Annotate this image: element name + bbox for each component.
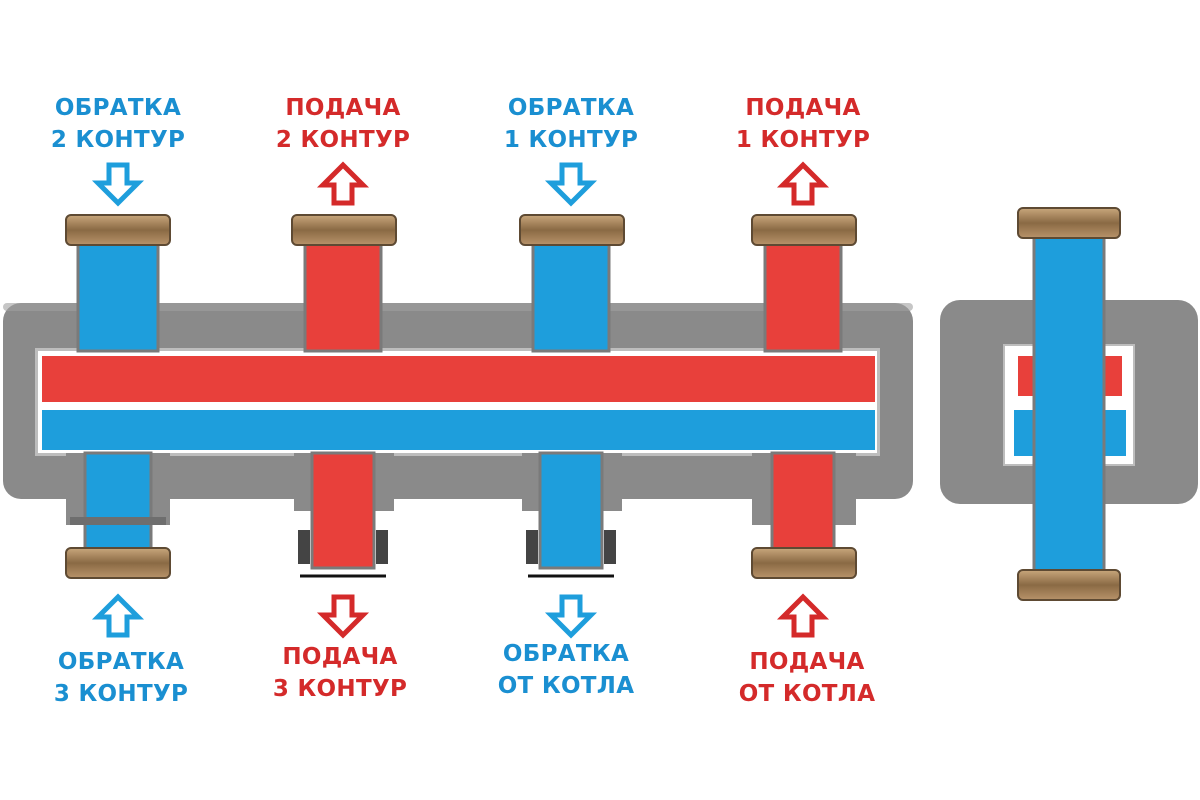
label-line: ПОДАЧА	[285, 95, 401, 121]
label-line: 2 КОНТУР	[275, 127, 411, 153]
pipe-supply-1-contour	[751, 214, 857, 579]
label-supply-3-contour: ПОДАЧА 3 КОНТУР	[245, 641, 435, 705]
arrow-up-icon	[316, 161, 370, 206]
fitting	[65, 214, 171, 246]
pipe-return-1-contour	[519, 214, 625, 578]
pipe-supply-2-contour	[291, 214, 397, 578]
label-line: ОБРАТКА	[57, 649, 185, 675]
supply-channel	[42, 356, 875, 402]
label-line: ОТ КОТЛА	[738, 681, 876, 707]
fitting	[1017, 207, 1121, 239]
fitting	[1017, 569, 1121, 601]
fitting	[519, 214, 625, 246]
arrow-down-icon	[91, 162, 145, 207]
label-line: ОБРАТКА	[502, 641, 630, 667]
label-return-2-contour: ОБРАТКА 2 КОНТУР	[23, 92, 213, 156]
label-supply-1-contour: ПОДАЧА 1 КОНТУР	[708, 92, 898, 156]
label-line: ПОДАЧА	[282, 644, 398, 670]
fitting	[751, 214, 857, 246]
label-line: 3 КОНТУР	[53, 681, 189, 707]
label-line: ОТ КОТЛА	[497, 673, 635, 699]
arrow-down-icon	[544, 162, 598, 207]
arrow-up-icon	[776, 593, 830, 638]
pipe-return-2-contour	[65, 214, 171, 579]
label-line: 1 КОНТУР	[735, 127, 871, 153]
label-return-3-contour: ОБРАТКА 3 КОНТУР	[26, 646, 216, 710]
return-channel	[42, 410, 875, 450]
arrow-up-icon	[776, 161, 830, 206]
arrow-up-icon	[91, 593, 145, 638]
fitting	[65, 547, 171, 579]
arrow-down-icon	[544, 594, 598, 639]
label-line: ОБРАТКА	[507, 95, 635, 121]
label-supply-2-contour: ПОДАЧА 2 КОНТУР	[248, 92, 438, 156]
label-line: ПОДАЧА	[745, 95, 861, 121]
label-line: 3 КОНТУР	[272, 676, 408, 702]
label-return-1-contour: ОБРАТКА 1 КОНТУР	[476, 92, 666, 156]
fitting	[291, 214, 397, 246]
arrow-down-icon	[316, 594, 370, 639]
label-line: 1 КОНТУР	[503, 127, 639, 153]
main-manifold	[3, 214, 913, 579]
label-return-boiler: ОБРАТКА ОТ КОТЛА	[471, 638, 661, 702]
label-line: ОБРАТКА	[54, 95, 182, 121]
label-supply-boiler: ПОДАЧА ОТ КОТЛА	[712, 646, 902, 710]
fitting	[751, 547, 857, 579]
side-view-manifold	[940, 207, 1198, 601]
label-line: 2 КОНТУР	[50, 127, 186, 153]
label-line: ПОДАЧА	[749, 649, 865, 675]
